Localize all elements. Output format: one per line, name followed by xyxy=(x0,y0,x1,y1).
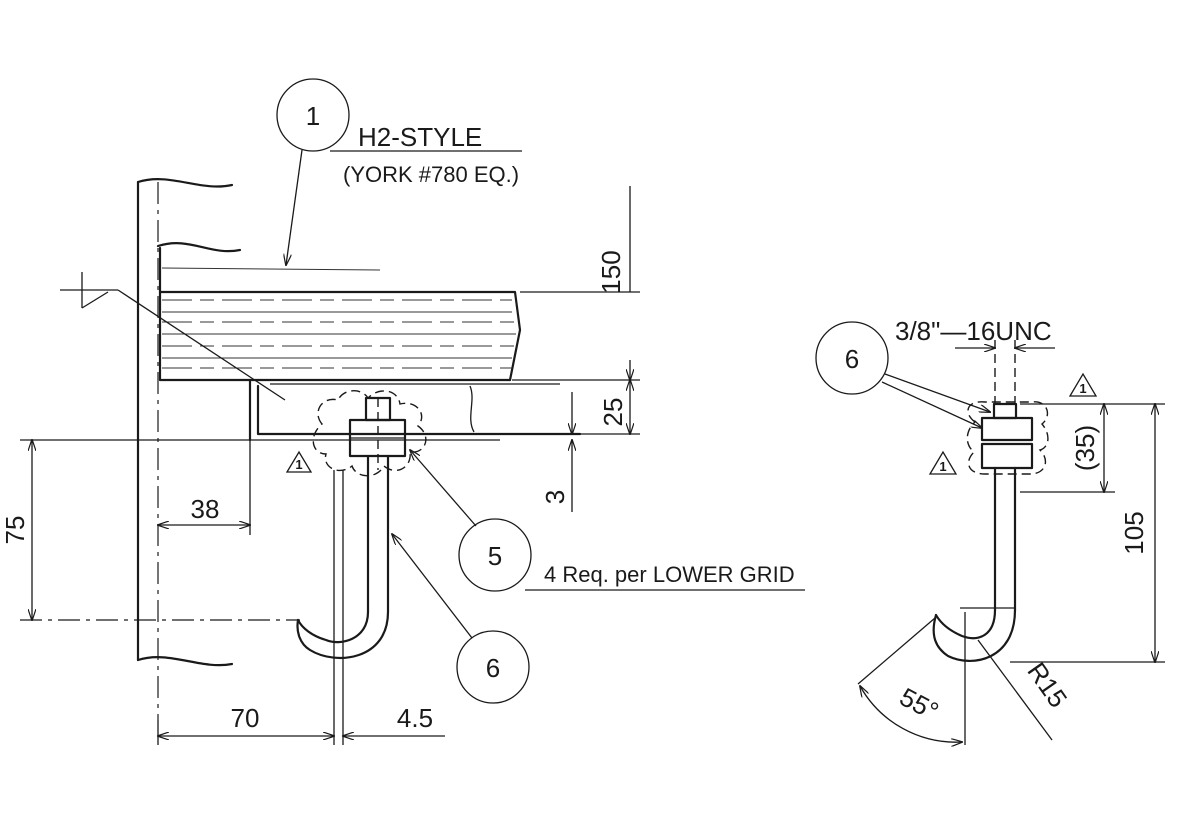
part-5-callout: 5 4 Req. per LOWER GRID xyxy=(410,450,805,592)
lower-grid-note: 4 Req. per LOWER GRID xyxy=(544,562,795,587)
detail-balloon-6-label: 6 xyxy=(845,344,859,374)
balloon-6-label: 6 xyxy=(486,653,500,683)
dim-70-label: 70 xyxy=(231,703,260,733)
svg-text:1: 1 xyxy=(1079,381,1086,396)
part-1-title: H2-STYLE xyxy=(358,122,482,152)
column-web xyxy=(136,178,242,720)
svg-text:1: 1 xyxy=(295,457,302,472)
dim-35: (35) xyxy=(1020,404,1165,492)
dim-25-label: 25 xyxy=(598,398,628,427)
dim-25: 25 xyxy=(580,380,640,434)
dim-75-label: 75 xyxy=(0,516,30,545)
dim-105: 105 xyxy=(1010,404,1165,662)
revision-triangle-right-top: 1 xyxy=(1068,372,1098,397)
grating-block xyxy=(158,246,522,382)
svg-text:1: 1 xyxy=(939,459,946,474)
dim-4-5: 4.5 xyxy=(343,703,445,736)
part-1-subtitle: (YORK #780 EQ.) xyxy=(343,162,519,187)
balloon-1-label: 1 xyxy=(306,101,320,131)
dim-70: 70 xyxy=(158,703,334,745)
dim-150-label: 150 xyxy=(596,250,626,293)
bolt-part-6 xyxy=(296,398,390,745)
dim-38: 38 xyxy=(158,440,250,535)
thread-spec-label: 3/8"—16UNC xyxy=(895,316,1052,346)
revision-triangle-left: 1 xyxy=(285,450,313,473)
dim-r15-label: R15 xyxy=(1021,657,1073,713)
detail-part-6-callout: 6 xyxy=(815,321,990,428)
dim-105-label: 105 xyxy=(1119,511,1149,554)
dim-4-5-label: 4.5 xyxy=(397,703,433,733)
dim-3-label: 3 xyxy=(540,490,570,504)
dim-35-label: (35) xyxy=(1070,425,1100,471)
dim-75: 75 xyxy=(0,440,300,620)
dim-55-label: 55° xyxy=(895,682,944,727)
dim-3: 3 xyxy=(540,392,572,512)
revision-triangle-right-mid: 1 xyxy=(928,450,958,475)
dim-150: 150 xyxy=(512,186,640,380)
dim-55-angle: 55° xyxy=(857,617,962,742)
thread-spec: 3/8"—16UNC xyxy=(895,316,1055,348)
lower-angle xyxy=(248,378,582,442)
part-1-callout: 1 H2-STYLE (YORK #780 EQ.) xyxy=(276,78,522,265)
part-6-callout: 6 xyxy=(392,534,530,704)
detail-bolt xyxy=(932,340,1049,745)
dim-38-label: 38 xyxy=(191,494,220,524)
weld-symbol xyxy=(60,272,286,401)
balloon-5-label: 5 xyxy=(488,541,502,571)
